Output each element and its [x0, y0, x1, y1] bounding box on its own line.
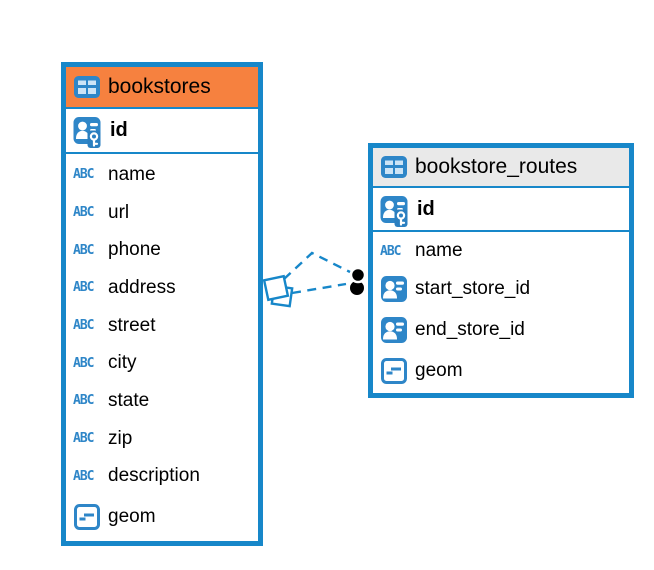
entity-bookstore-routes-header[interactable]: bookstore_routes	[373, 148, 629, 188]
column-label: url	[108, 201, 130, 223]
column-label: geom	[415, 359, 463, 381]
endpoint-dot-lower	[350, 281, 364, 295]
column-row-street[interactable]: ABC street	[73, 315, 251, 337]
primary-key-icon	[380, 195, 410, 228]
column-row-phone[interactable]: ABC phone	[73, 239, 251, 261]
column-row-state[interactable]: ABC state	[73, 390, 251, 412]
text-icon: ABC	[73, 431, 94, 447]
column-list: ABC name start_store_id end_store_id geo…	[373, 232, 629, 393]
column-row-id[interactable]: id	[373, 188, 629, 232]
text-icon: ABC	[73, 205, 94, 221]
text-icon: ABC	[73, 468, 94, 484]
text-icon: ABC	[73, 167, 94, 183]
entity-bookstores[interactable]: bookstores id ABC name ABC url ABC phone…	[61, 62, 263, 546]
column-label: phone	[108, 239, 161, 261]
column-label: zip	[108, 427, 133, 449]
table-icon	[380, 155, 408, 179]
column-label: state	[108, 389, 150, 411]
column-row-city[interactable]: ABC city	[73, 352, 251, 374]
text-icon: ABC	[73, 393, 94, 409]
column-row-name[interactable]: ABC name	[380, 240, 622, 262]
column-row-url[interactable]: ABC url	[73, 202, 251, 224]
foreign-key-person-icon	[380, 316, 408, 344]
column-row-end-store-id[interactable]: end_store_id	[380, 316, 622, 344]
relationship-line-upper	[283, 251, 351, 280]
column-row-start-store-id[interactable]: start_store_id	[380, 275, 622, 303]
column-row-description[interactable]: ABC description	[73, 465, 251, 487]
column-label: name	[415, 240, 463, 262]
column-label: description	[108, 465, 200, 487]
entity-title: bookstores	[108, 75, 211, 98]
text-icon: ABC	[73, 355, 94, 371]
column-label: end_store_id	[415, 318, 525, 340]
diamond-marker[interactable]	[262, 274, 294, 308]
column-row-address[interactable]: ABC address	[73, 277, 251, 299]
column-label: city	[108, 352, 137, 374]
entity-bookstore-routes[interactable]: bookstore_routes id ABC name start_store…	[368, 143, 634, 398]
column-list: ABC name ABC url ABC phone ABC address A…	[66, 154, 258, 541]
column-label: name	[108, 163, 156, 185]
primary-key-icon	[73, 116, 103, 149]
text-icon: ABC	[380, 243, 401, 259]
text-icon: ABC	[73, 280, 94, 296]
table-icon	[73, 75, 101, 99]
entity-title: bookstore_routes	[415, 155, 578, 178]
geometry-icon	[73, 503, 101, 531]
text-icon: ABC	[73, 318, 94, 334]
column-label: geom	[108, 506, 156, 528]
column-row-geom[interactable]: geom	[380, 357, 622, 385]
geometry-icon	[380, 357, 408, 385]
column-row-geom[interactable]: geom	[73, 503, 251, 531]
relationship-line-lower	[291, 282, 347, 295]
column-label: id	[110, 119, 128, 141]
column-label: id	[417, 197, 435, 220]
relationship-connector[interactable]	[262, 251, 367, 308]
column-row-zip[interactable]: ABC zip	[73, 428, 251, 450]
column-label: address	[108, 276, 176, 298]
column-label: street	[108, 314, 156, 336]
column-row-id[interactable]: id	[66, 109, 258, 154]
entity-bookstores-header[interactable]: bookstores	[66, 67, 258, 109]
endpoint-dot-upper	[349, 266, 367, 284]
foreign-key-person-icon	[380, 275, 408, 303]
column-label: start_store_id	[415, 278, 531, 300]
text-icon: ABC	[73, 242, 94, 258]
column-row-name[interactable]: ABC name	[73, 164, 251, 186]
